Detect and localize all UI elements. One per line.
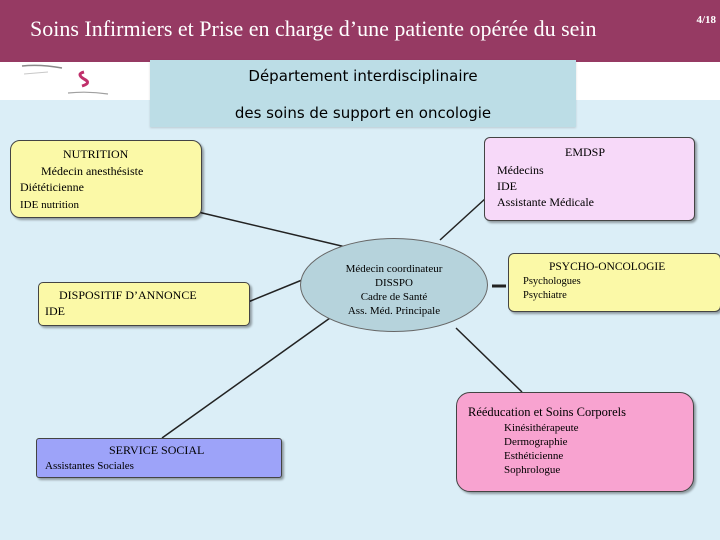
department-header: Département interdisciplinaire des soins…	[150, 60, 576, 127]
link-reeducation	[455, 327, 523, 393]
coordinator-line: Cadre de Santé	[360, 291, 428, 303]
department-title-line1: Département interdisciplinaire	[248, 67, 478, 85]
link-nutrition	[197, 211, 351, 249]
reeducation-item: Dermographie	[504, 436, 568, 448]
coordinator-line: DISSPO	[375, 277, 413, 289]
link-social	[161, 317, 331, 439]
nutrition-item: IDE nutrition	[20, 199, 79, 211]
service-social-box: SERVICE SOCIAL Assistantes Sociales	[36, 438, 282, 478]
page-number: 4/18	[696, 14, 716, 26]
dispositif-title: DISPOSITIF D’ANNONCE	[59, 288, 197, 302]
dispositif-annonce-box: DISPOSITIF D’ANNONCE IDE	[38, 282, 250, 326]
emdsp-box: EMDSP Médecins IDE Assistante Médicale	[484, 137, 695, 221]
emdsp-title: EMDSP	[565, 145, 606, 159]
emdsp-item: Médecins	[497, 163, 544, 177]
coordinator-line: Médecin coordinateur	[345, 263, 443, 275]
reeducation-title: Rééducation et Soins Corporels	[468, 405, 626, 419]
reeducation-item: Kinésithérapeute	[504, 422, 579, 434]
link-annonce	[247, 279, 303, 303]
page-title: Soins Infirmiers et Prise en charge d’un…	[30, 16, 597, 41]
reeducation-item: Sophrologue	[504, 464, 561, 476]
nutrition-item: Diététicienne	[20, 180, 84, 194]
nutrition-item: Médecin anesthésiste	[41, 164, 144, 178]
emdsp-item: Assistante Médicale	[497, 195, 594, 209]
nutrition-box: NUTRITION Médecin anesthésiste Diététici…	[10, 140, 202, 218]
social-item: Assistantes Sociales	[45, 460, 134, 472]
psycho-item: Psychologues	[523, 276, 581, 287]
psycho-title: PSYCHO-ONCOLOGIE	[549, 261, 666, 273]
social-title: SERVICE SOCIAL	[109, 443, 205, 457]
emdsp-item: IDE	[497, 179, 517, 193]
reeducation-item: Esthéticienne	[504, 450, 564, 462]
coordinator-node: Médecin coordinateur DISSPO Cadre de San…	[300, 238, 488, 332]
department-title-line2: des soins de support en oncologie	[234, 104, 492, 122]
link-emdsp	[439, 197, 487, 241]
coordinator-line: Ass. Méd. Principale	[347, 305, 441, 317]
title-banner: Soins Infirmiers et Prise en charge d’un…	[0, 0, 720, 62]
psycho-oncologie-box: PSYCHO-ONCOLOGIE Psychologues Psychiatre	[508, 253, 720, 312]
dispositif-item: IDE	[45, 304, 65, 318]
nutrition-title: NUTRITION	[63, 147, 129, 161]
psycho-item: Psychiatre	[523, 290, 567, 301]
reeducation-box: Rééducation et Soins Corporels Kinésithé…	[456, 392, 694, 492]
decorative-logo-icon	[21, 64, 109, 95]
